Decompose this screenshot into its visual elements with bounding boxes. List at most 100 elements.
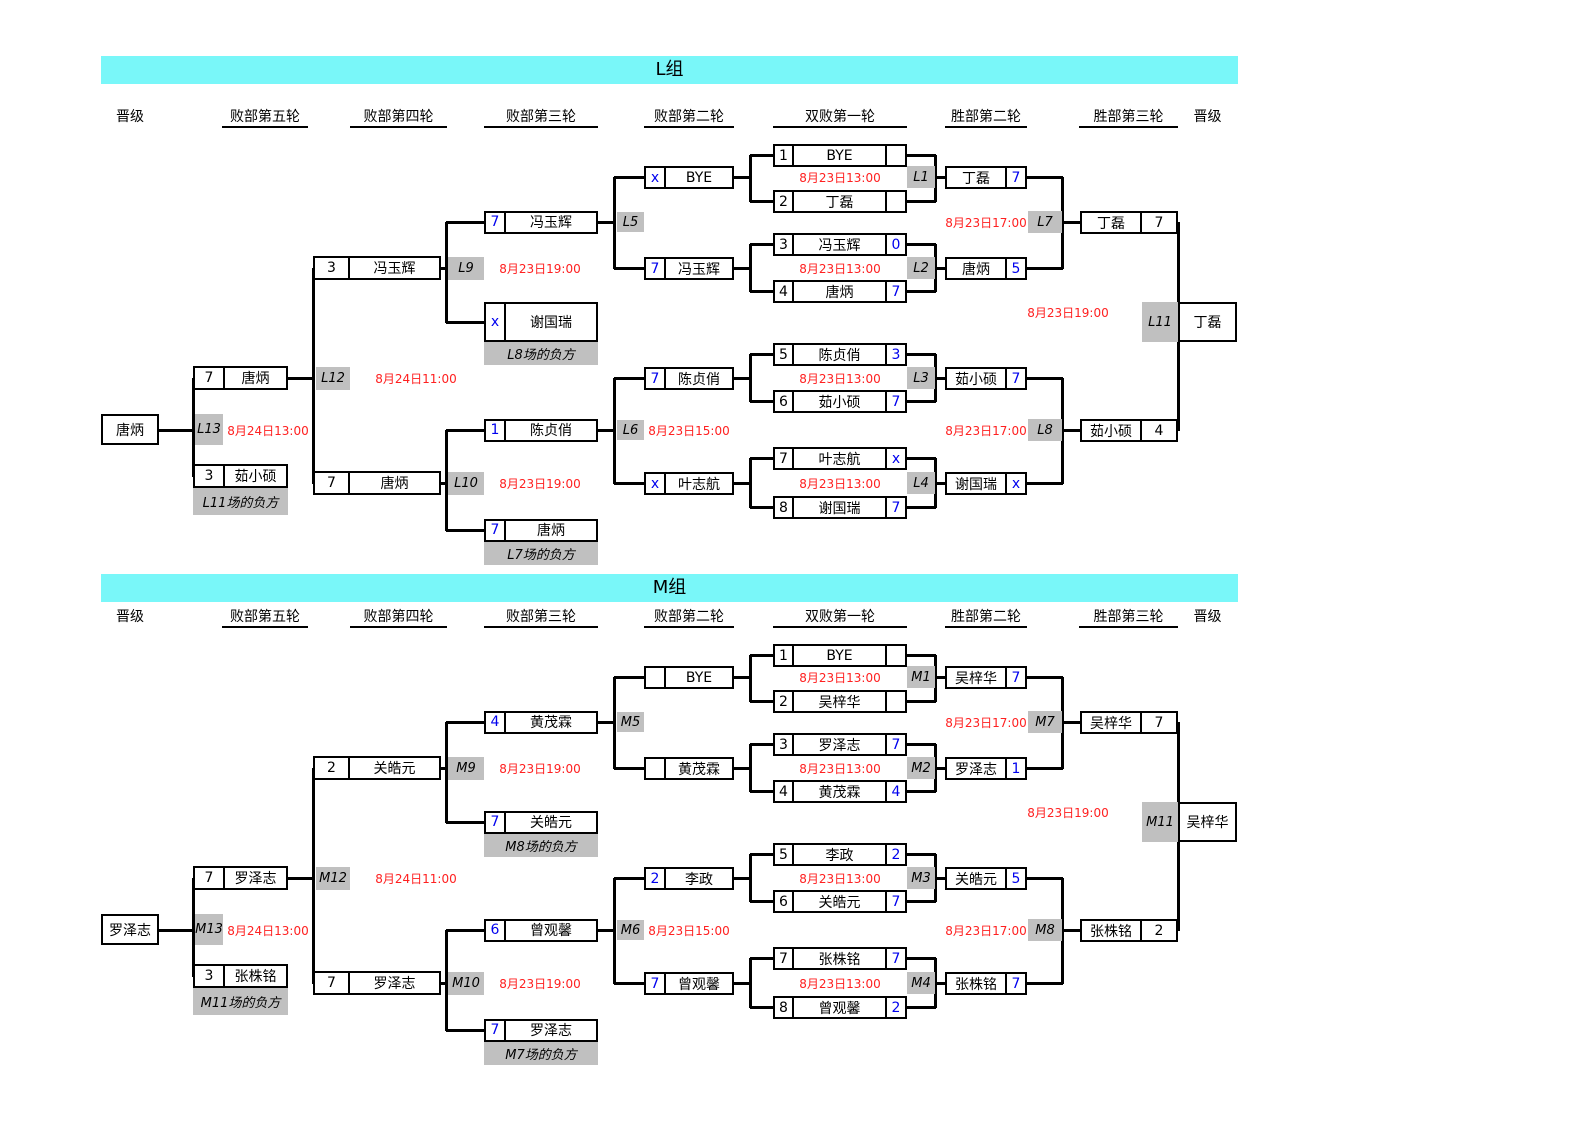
score[interactable]: x (1005, 472, 1027, 495)
player-name[interactable]: 谢国瑞 (792, 496, 887, 519)
player-name[interactable]: 张株铭 (223, 964, 288, 988)
player-name[interactable]: 张株铭 (1080, 919, 1142, 942)
seed-number[interactable]: 4 (484, 710, 506, 734)
player-name[interactable]: 陈贞俏 (664, 367, 734, 390)
score[interactable]: 2 (1140, 919, 1178, 942)
seed-number[interactable]: 2 (773, 690, 794, 713)
player-name[interactable]: 叶志航 (792, 447, 887, 470)
player-name[interactable]: 唐炳 (348, 471, 441, 495)
score[interactable]: 4 (1140, 419, 1178, 442)
player-name[interactable]: 关皓元 (792, 890, 887, 913)
player-name[interactable]: 关皓元 (945, 867, 1007, 890)
seed-number[interactable]: x (644, 472, 666, 495)
player-name[interactable]: 罗泽志 (504, 1018, 598, 1042)
player-name[interactable]: BYE (792, 144, 887, 167)
seed-number[interactable]: 7 (193, 366, 225, 390)
score[interactable]: 1 (1005, 757, 1027, 780)
player-name[interactable]: 罗泽志 (348, 971, 441, 995)
score[interactable]: 2 (885, 996, 907, 1019)
seed-number[interactable]: 2 (773, 190, 794, 213)
seed-number[interactable]: 7 (484, 810, 506, 834)
score[interactable]: 7 (1140, 711, 1178, 734)
player-name[interactable]: 冯玉辉 (664, 257, 734, 280)
score[interactable] (885, 190, 907, 213)
player-name[interactable]: BYE (664, 666, 734, 689)
score[interactable]: 7 (1005, 666, 1027, 689)
player-name[interactable]: 谢国瑞 (504, 302, 598, 342)
seed-number[interactable]: 3 (313, 256, 350, 280)
seed-number[interactable]: 7 (313, 471, 350, 495)
player-name[interactable]: 吴梓华 (792, 690, 887, 713)
champion-box[interactable]: 吴梓华 (1178, 802, 1237, 842)
score[interactable]: 7 (1005, 367, 1027, 390)
player-name[interactable]: BYE (792, 644, 887, 667)
player-name[interactable]: 罗泽志 (945, 757, 1007, 780)
player-name[interactable]: 茹小硕 (223, 464, 288, 488)
player-name[interactable]: 谢国瑞 (945, 472, 1007, 495)
player-name[interactable]: 吴梓华 (945, 666, 1007, 689)
seed-number[interactable]: 7 (313, 971, 350, 995)
seed-number[interactable]: x (644, 166, 666, 189)
player-name[interactable]: 关皓元 (504, 810, 598, 834)
seed-number[interactable]: 3 (773, 233, 794, 256)
seed-number[interactable]: 3 (193, 464, 225, 488)
score[interactable]: 5 (1005, 867, 1027, 890)
score[interactable]: 5 (1005, 257, 1027, 280)
player-name[interactable]: 曾观馨 (504, 918, 598, 942)
player-name[interactable]: 冯玉辉 (504, 210, 598, 234)
score[interactable] (885, 644, 907, 667)
score[interactable]: 4 (885, 780, 907, 803)
seed-number[interactable]: 8 (773, 496, 794, 519)
seed-number[interactable]: 3 (193, 964, 225, 988)
seed-number[interactable] (644, 666, 666, 689)
player-name[interactable]: 陈贞俏 (792, 343, 887, 366)
seed-number[interactable]: x (484, 302, 506, 342)
player-name[interactable]: 茹小硕 (945, 367, 1007, 390)
seed-number[interactable]: 1 (484, 418, 506, 442)
score[interactable]: x (885, 447, 907, 470)
player-name[interactable]: 丁磊 (1080, 211, 1142, 234)
seed-number[interactable]: 2 (644, 867, 666, 890)
seed-number[interactable] (644, 757, 666, 780)
player-name[interactable]: 黄茂霖 (664, 757, 734, 780)
player-name[interactable]: 唐炳 (792, 280, 887, 303)
score[interactable]: 7 (885, 890, 907, 913)
seed-number[interactable]: 5 (773, 843, 794, 866)
player-name[interactable]: 丁磊 (792, 190, 887, 213)
seed-number[interactable]: 1 (773, 144, 794, 167)
player-name[interactable]: 唐炳 (945, 257, 1007, 280)
seed-number[interactable]: 2 (313, 756, 350, 780)
score[interactable]: 2 (885, 843, 907, 866)
player-name[interactable]: 曾观馨 (664, 972, 734, 995)
player-name[interactable]: 张株铭 (792, 947, 887, 970)
player-name[interactable]: 冯玉辉 (792, 233, 887, 256)
score[interactable]: 7 (885, 280, 907, 303)
player-name[interactable]: 丁磊 (945, 166, 1007, 189)
seed-number[interactable]: 6 (773, 390, 794, 413)
player-name[interactable]: 茹小硕 (1080, 419, 1142, 442)
player-name[interactable]: 关皓元 (348, 756, 441, 780)
player-name[interactable]: 吴梓华 (1080, 711, 1142, 734)
score[interactable] (885, 144, 907, 167)
player-name[interactable]: 陈贞俏 (504, 418, 598, 442)
player-name[interactable]: 李政 (664, 867, 734, 890)
player-name[interactable]: 曾观馨 (792, 996, 887, 1019)
player-name[interactable]: 茹小硕 (792, 390, 887, 413)
player-name[interactable]: 叶志航 (664, 472, 734, 495)
score[interactable]: 7 (885, 733, 907, 756)
player-name[interactable]: 黄茂霖 (792, 780, 887, 803)
seed-number[interactable]: 7 (773, 947, 794, 970)
score[interactable]: 3 (885, 343, 907, 366)
score[interactable]: 7 (1005, 166, 1027, 189)
seed-number[interactable]: 4 (773, 780, 794, 803)
player-name[interactable]: 李政 (792, 843, 887, 866)
seed-number[interactable]: 4 (773, 280, 794, 303)
seed-number[interactable]: 7 (773, 447, 794, 470)
score[interactable]: 7 (885, 947, 907, 970)
player-name[interactable]: 唐炳 (504, 518, 598, 542)
score[interactable]: 7 (1140, 211, 1178, 234)
score[interactable]: 7 (885, 496, 907, 519)
seed-number[interactable]: 7 (484, 210, 506, 234)
seed-number[interactable]: 5 (773, 343, 794, 366)
champion-box[interactable]: 丁磊 (1178, 302, 1237, 342)
